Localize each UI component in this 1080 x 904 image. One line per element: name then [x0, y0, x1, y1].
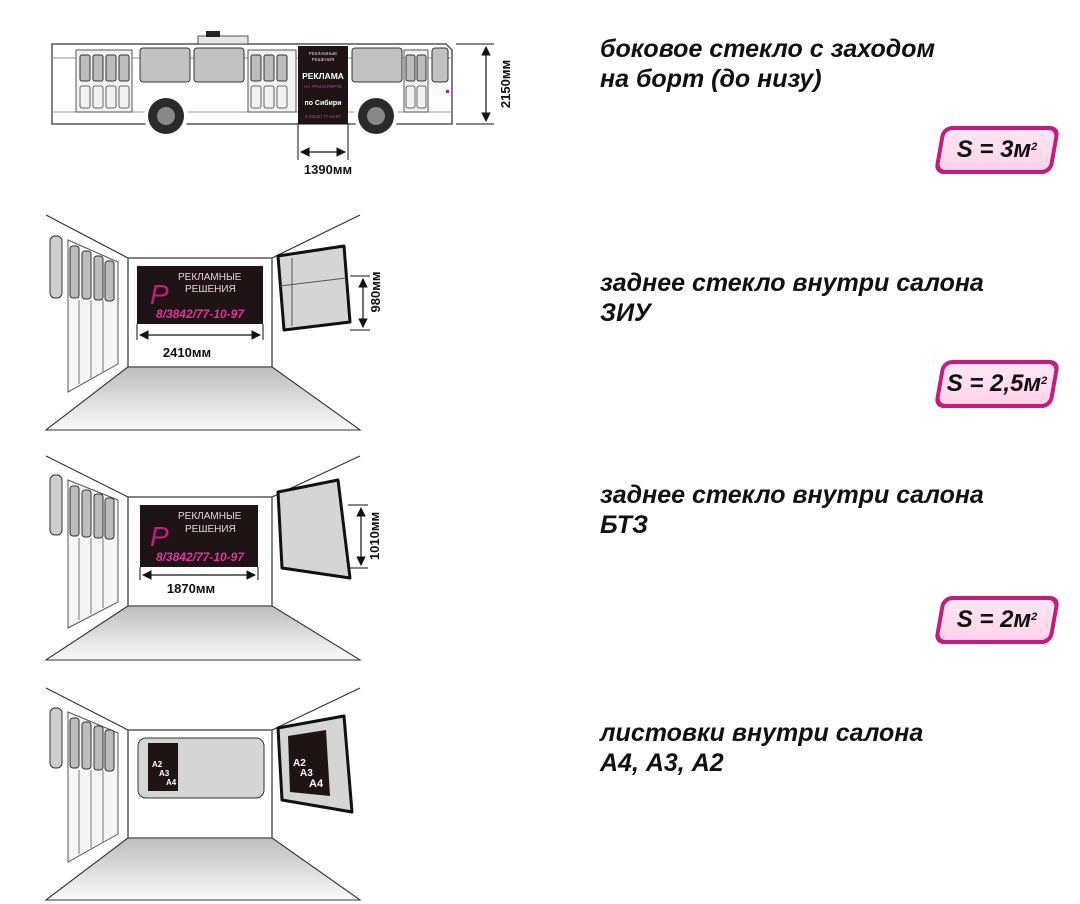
svg-text:РЕШЕНИЯ: РЕШЕНИЯ	[185, 524, 236, 535]
area-value: S = 2,5м	[946, 370, 1042, 397]
side-ad-subtitle: НА ТРАНСПОРТЕ	[304, 84, 342, 89]
height-dimension-ziu: 980мм	[350, 272, 383, 331]
desc-rear-glass-ziu: заднее стекло внутри салона ЗИУ	[600, 268, 984, 328]
width-dimension-btz: 1870мм	[139, 567, 259, 596]
svg-text:А3: А3	[159, 769, 170, 778]
area-unit-exponent: 2	[1041, 375, 1048, 387]
svg-text:1010мм: 1010мм	[367, 512, 382, 560]
banner-phone: 8/3842/77-10-97	[156, 550, 245, 564]
side-ad-phone: 8 (3842) 77-10-97	[305, 114, 342, 119]
svg-text:А2: А2	[152, 760, 163, 769]
middle-door	[247, 49, 297, 113]
side-ad-logo-line-1: РЕКЛАМНЫЕ	[309, 51, 338, 56]
banner-logo-mark: Р	[150, 279, 169, 310]
leaflet-poster-back: А2 А3 А4	[148, 743, 178, 791]
front-door	[75, 49, 133, 113]
side-ad-region: по Сибири	[304, 99, 341, 107]
desc-line: на борт (до низу)	[600, 65, 822, 93]
desc-line: заднее стекло внутри салона	[600, 269, 984, 297]
svg-text:2410мм: 2410мм	[163, 345, 211, 360]
svg-text:А2: А2	[293, 758, 306, 769]
svg-text:1870мм: 1870мм	[167, 581, 215, 596]
svg-text:А3: А3	[300, 768, 313, 779]
rear-door	[403, 49, 429, 113]
height-dimension-btz: 1010мм	[348, 504, 382, 569]
side-window	[351, 47, 403, 83]
height-dimension-side: 2150мм	[456, 43, 513, 125]
front-wheel	[144, 94, 188, 138]
rear-glass-banner-btz: Р РЕКЛАМНЫЕ РЕШЕНИЯ 8/3842/77-10-97	[140, 505, 258, 567]
svg-text:РЕКЛАМНЫЕ: РЕКЛАМНЫЕ	[178, 272, 242, 283]
desc-line: листовки внутри салона	[600, 719, 924, 747]
trolleybus-side-view: РЕКЛАМНЫЕ РЕШЕНИЯ РЕКЛАМА НА ТРАНСПОРТЕ …	[51, 31, 513, 177]
banner-logo-mark: Р	[150, 521, 169, 552]
svg-text:980мм: 980мм	[368, 272, 383, 313]
interior-view-ziu: Р РЕКЛАМНЫЕ РЕШЕНИЯ 8/3842/77-10-97 2410…	[44, 214, 383, 431]
desc-side-glass: боковое стекло с заходом на борт (до низ…	[600, 34, 935, 94]
interior-view-leaflets: А2 А3 А4 А2 А3 А4	[44, 687, 362, 901]
interior-view-btz: Р РЕКЛАМНЫЕ РЕШЕНИЯ 8/3842/77-10-97 1870…	[44, 455, 382, 661]
desc-leaflets: листовки внутри салона А4, А3, А2	[600, 718, 923, 778]
svg-text:РЕКЛАМНЫЕ: РЕКЛАМНЫЕ	[178, 511, 242, 522]
banner-phone: 8/3842/77-10-97	[156, 307, 245, 321]
rear-glass-banner-ziu: Р РЕКЛАМНЫЕ РЕШЕНИЯ 8/3842/77-10-97	[137, 266, 263, 324]
area-unit-exponent: 2	[1031, 141, 1038, 153]
width-dimension-side: 1390мм	[297, 124, 352, 177]
desc-line: БТЗ	[600, 511, 649, 539]
width-dimension-ziu: 2410мм	[136, 324, 264, 360]
desc-line: А4, А3, А2	[600, 749, 724, 777]
side-ad-title: РЕКЛАМА	[302, 71, 344, 81]
side-window	[193, 47, 245, 83]
svg-text:РЕШЕНИЯ: РЕШЕНИЯ	[185, 284, 236, 295]
area-value: S = 2м	[956, 606, 1032, 633]
side-window	[139, 47, 191, 83]
leaflet-poster-side: А2 А3 А4	[288, 730, 330, 796]
desc-line: ЗИУ	[600, 299, 651, 327]
area-value: S = 3м	[956, 136, 1032, 163]
svg-text:А4: А4	[166, 778, 177, 787]
desc-line: заднее стекло внутри салона	[600, 481, 984, 509]
svg-text:1390мм: 1390мм	[304, 162, 352, 177]
desc-line: боковое стекло с заходом	[600, 35, 936, 63]
desc-rear-glass-btz: заднее стекло внутри салона БТЗ	[600, 480, 984, 540]
side-ad-logo-line-2: РЕШЕНИЯ	[312, 57, 335, 62]
svg-text:А4: А4	[309, 778, 324, 790]
rear-wheel	[354, 94, 398, 138]
svg-text:2150мм: 2150мм	[498, 60, 513, 108]
area-unit-exponent: 2	[1031, 611, 1038, 623]
side-ad-panel	[298, 46, 348, 124]
